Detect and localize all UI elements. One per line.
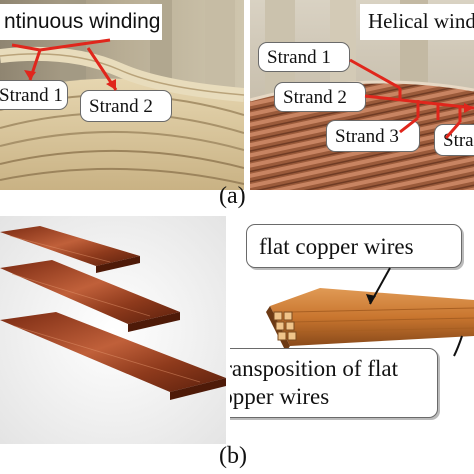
- strand-2-label-left: Strand 2: [80, 90, 172, 122]
- helical-winding-photo: Helical windi Strand 1 Strand 2 Strand 3…: [250, 0, 474, 190]
- strand-3-label-right: Strand 3: [326, 120, 420, 152]
- strand-2-label-right: Strand 2: [274, 82, 366, 112]
- panel-a-caption: (a): [219, 183, 246, 209]
- copper-wires-photo: [0, 216, 226, 444]
- flat-copper-wires-label: flat copper wires: [246, 224, 462, 268]
- transposed-conductor-photo: flat copper wires Transposition of flat …: [230, 216, 474, 444]
- continuous-winding-photo: ntinuous winding Strand 1 Strand 2: [0, 0, 244, 190]
- continuous-winding-title: ntinuous winding: [0, 4, 162, 40]
- transposition-label: Transposition of flat copper wires: [230, 348, 438, 418]
- strand-1-label-right: Strand 1: [258, 42, 350, 72]
- helical-winding-title: Helical windi: [360, 4, 474, 40]
- transposition-label-line2: copper wires: [230, 383, 330, 409]
- strand-4-label-right: Stra: [434, 124, 474, 156]
- transposition-label-line1: Transposition of flat: [230, 356, 398, 381]
- strand-1-label-left: Strand 1: [0, 80, 68, 110]
- copper-wires-image: [0, 216, 226, 444]
- panel-b-caption: (b): [219, 443, 247, 469]
